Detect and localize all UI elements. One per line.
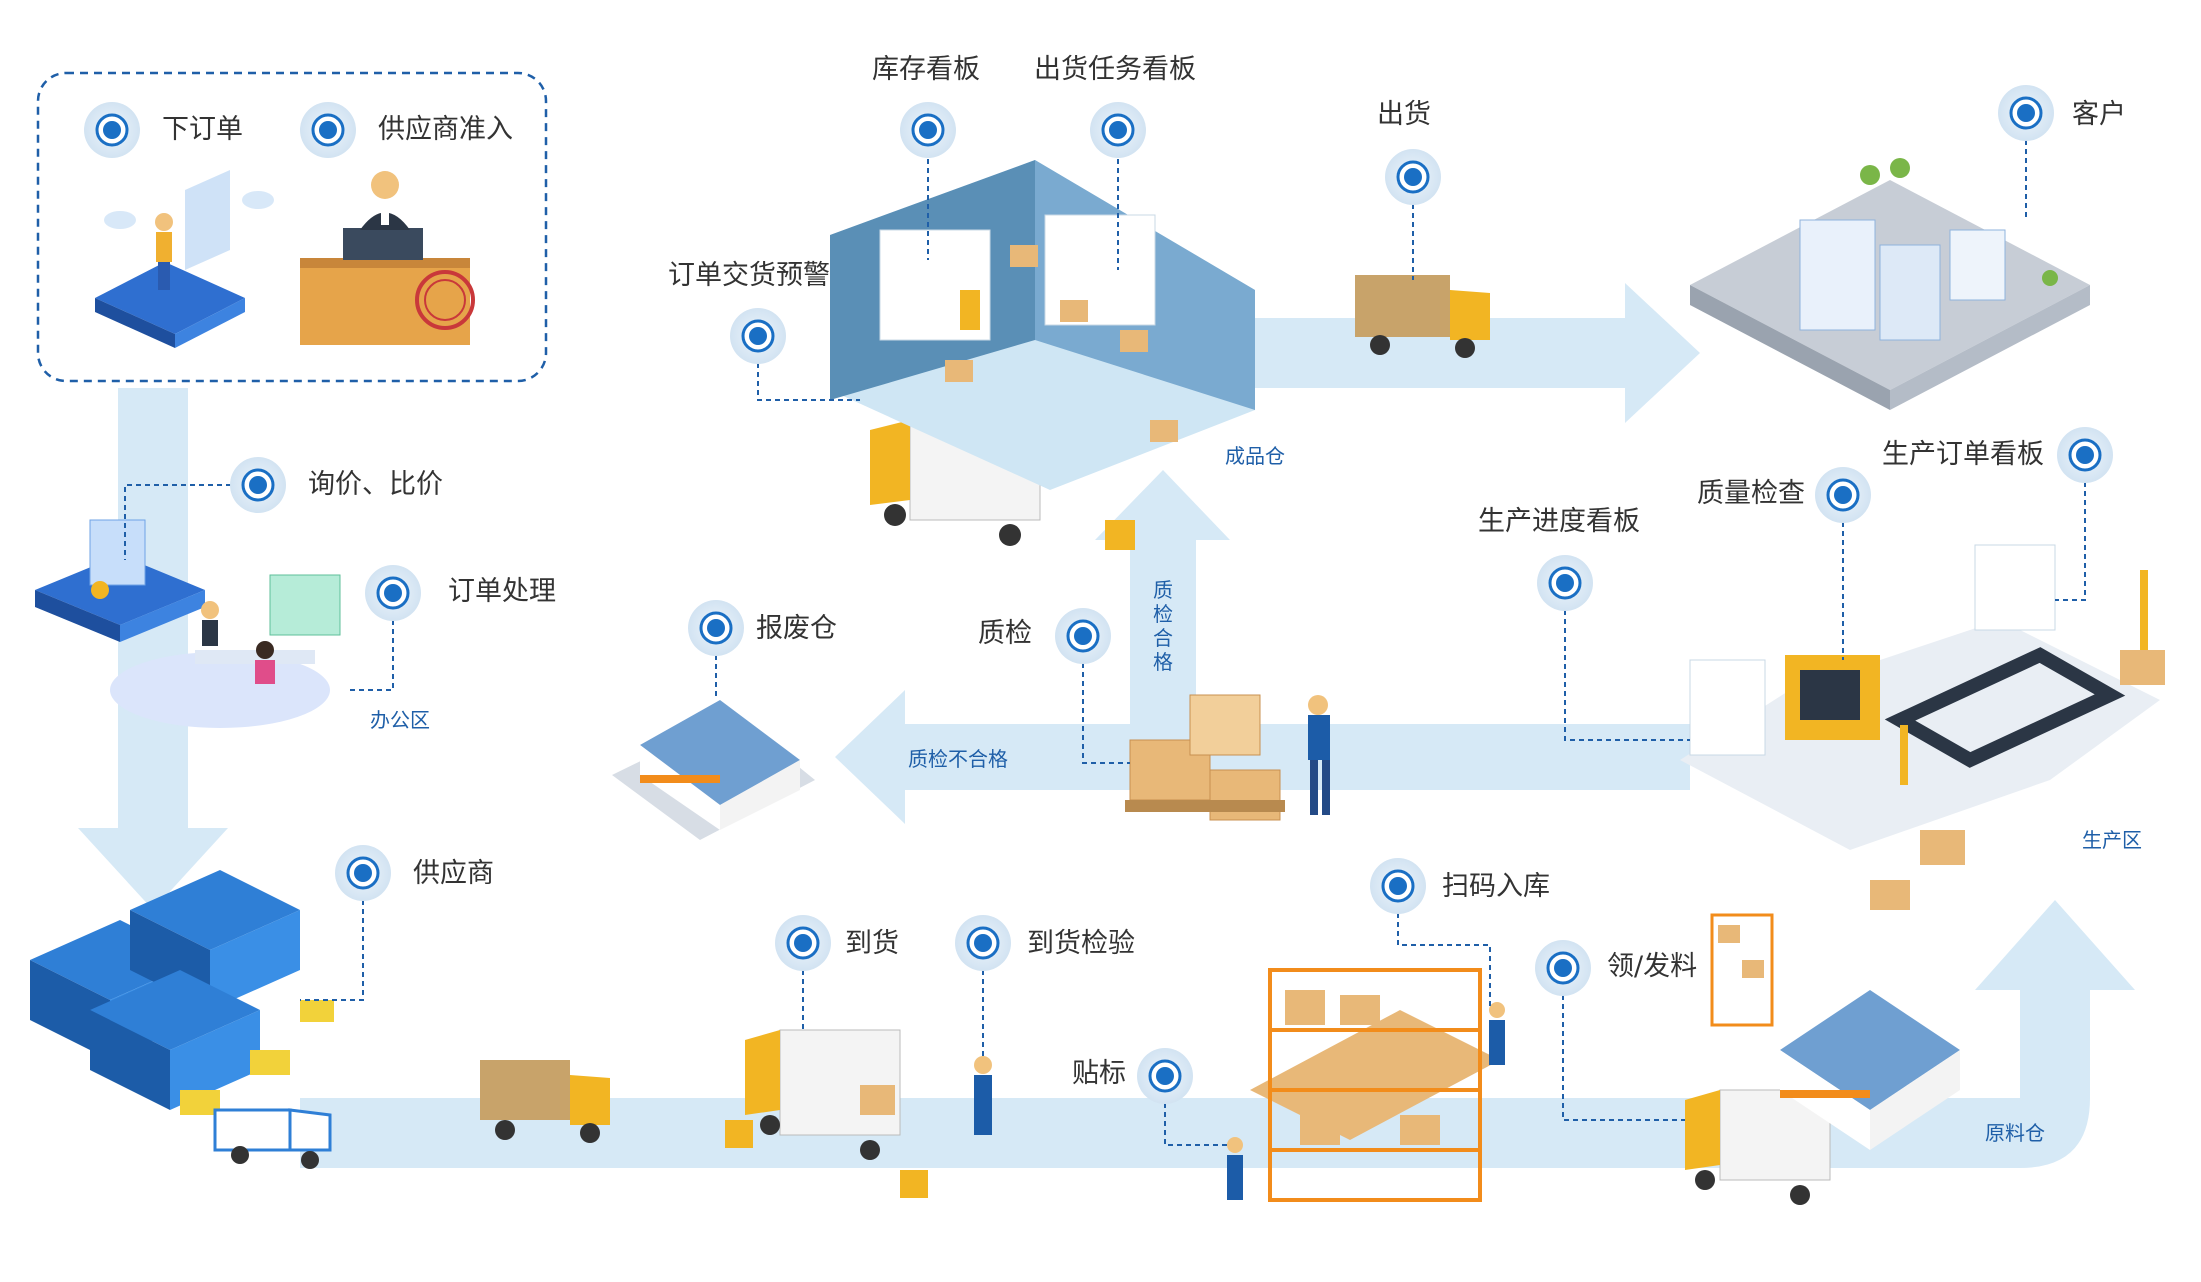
node-marker-labeling <box>1137 1048 1193 1104</box>
label-quality-inspection: 质量检查 <box>1697 478 1805 509</box>
label-arrival: 到货 <box>845 928 899 959</box>
label-scan-inbound: 扫码入库 <box>1442 871 1550 902</box>
raw-material-warehouse-illustration <box>1710 913 1960 1150</box>
label-material-issue: 领/发料 <box>1607 951 1698 982</box>
order-person-icon <box>95 170 274 348</box>
label-production-progress-board: 生产进度看板 <box>1478 506 1640 537</box>
label-arrival-inspection: 到货检验 <box>1027 928 1135 959</box>
flow-label-qc-pass: 质检合格 <box>1153 578 1173 674</box>
connector-production-progress <box>1564 583 1690 741</box>
supplier-containers-illustration <box>30 870 334 1169</box>
storage-racks-illustration <box>1250 968 1500 1202</box>
truck-shipping-icon <box>1355 275 1490 358</box>
worker-icon <box>974 1002 1505 1200</box>
label-labeling: 贴标 <box>1072 1058 1126 1089</box>
node-marker-scrap <box>688 600 744 656</box>
truck-arrival-icon <box>745 1029 901 1160</box>
scrap-warehouse-illustration <box>612 700 815 840</box>
label-shipping: 出货 <box>1377 99 1431 130</box>
office-area-illustration <box>35 519 341 728</box>
node-marker-shipping-task-board <box>1090 102 1146 158</box>
truck-bottom-lane-icon <box>480 1060 610 1143</box>
label-supplier-admission: 供应商准入 <box>378 114 513 145</box>
label-inquiry: 询价、比价 <box>308 469 443 500</box>
node-marker-production-progress <box>1537 555 1593 611</box>
arrow-qc-pass-to-finished <box>1130 535 1196 730</box>
zone-production: 生产区 <box>2082 828 2142 852</box>
zone-office: 办公区 <box>370 708 430 732</box>
finished-goods-warehouse-illustration <box>830 160 1255 490</box>
label-scrap-warehouse: 报废仓 <box>756 613 837 644</box>
node-marker-supplier <box>335 845 391 901</box>
connector-scan-inbound <box>1397 886 1491 1010</box>
node-marker-quality-inspection <box>1815 467 1871 523</box>
node-marker-customer <box>1998 85 2054 141</box>
node-marker-production-order <box>2057 427 2113 483</box>
forklift-icon <box>725 520 1135 1198</box>
node-marker-quality-check <box>1055 608 1111 664</box>
connector-production-order <box>2055 455 2086 601</box>
label-supplier: 供应商 <box>413 858 494 889</box>
zone-raw-material: 原料仓 <box>1985 1121 2045 1145</box>
arrow-production-to-qc <box>900 724 1690 790</box>
production-area-illustration <box>1680 544 2165 910</box>
arrow-finished-to-customer-head <box>1625 283 1700 423</box>
connector-material-issue <box>1562 968 1685 1121</box>
label-shipping-task-board: 出货任务看板 <box>1034 54 1196 85</box>
node-markers <box>84 85 2113 1104</box>
node-marker-inventory-board <box>900 102 956 158</box>
label-order-processing: 订单处理 <box>448 576 556 607</box>
connector-inquiry <box>124 484 258 560</box>
node-marker-supplier-admission <box>300 102 356 158</box>
qc-pallet-illustration <box>1125 694 1330 821</box>
arrow-raw-to-production <box>1960 900 2135 1168</box>
customer-city-illustration <box>1690 158 2090 410</box>
office-order-box <box>36 71 548 383</box>
label-customer: 客户 <box>2072 99 2126 130</box>
label-delivery-warning: 订单交货预警 <box>668 260 830 291</box>
arrow-qc-fail-to-scrap <box>900 724 910 790</box>
label-order: 下订单 <box>162 114 243 145</box>
label-inventory-board: 库存看板 <box>872 54 980 85</box>
connector-supplier <box>300 873 364 1001</box>
connector-quality-check <box>1082 636 1130 764</box>
node-marker-order <box>84 102 140 158</box>
label-quality-check: 质检 <box>978 618 1032 649</box>
node-marker-inquiry <box>230 457 286 513</box>
arrow-qc-fail-to-scrap-head <box>835 690 905 824</box>
node-marker-delivery-warning <box>730 308 786 364</box>
supplier-admission-icon <box>300 171 475 345</box>
node-marker-scan-inbound <box>1370 858 1426 914</box>
zone-finished-goods: 成品仓 <box>1225 444 1285 468</box>
label-production-order-board: 生产订单看板 <box>1882 439 2044 470</box>
node-marker-arrival-inspection <box>955 915 1011 971</box>
node-marker-shipping <box>1385 149 1441 205</box>
arrow-office-to-supplier-head <box>78 828 228 910</box>
node-marker-material-issue <box>1535 940 1591 996</box>
flow-label-qc-fail: 质检不合格 <box>908 747 1008 771</box>
node-marker-order-processing <box>365 565 421 621</box>
node-marker-arrival <box>775 915 831 971</box>
